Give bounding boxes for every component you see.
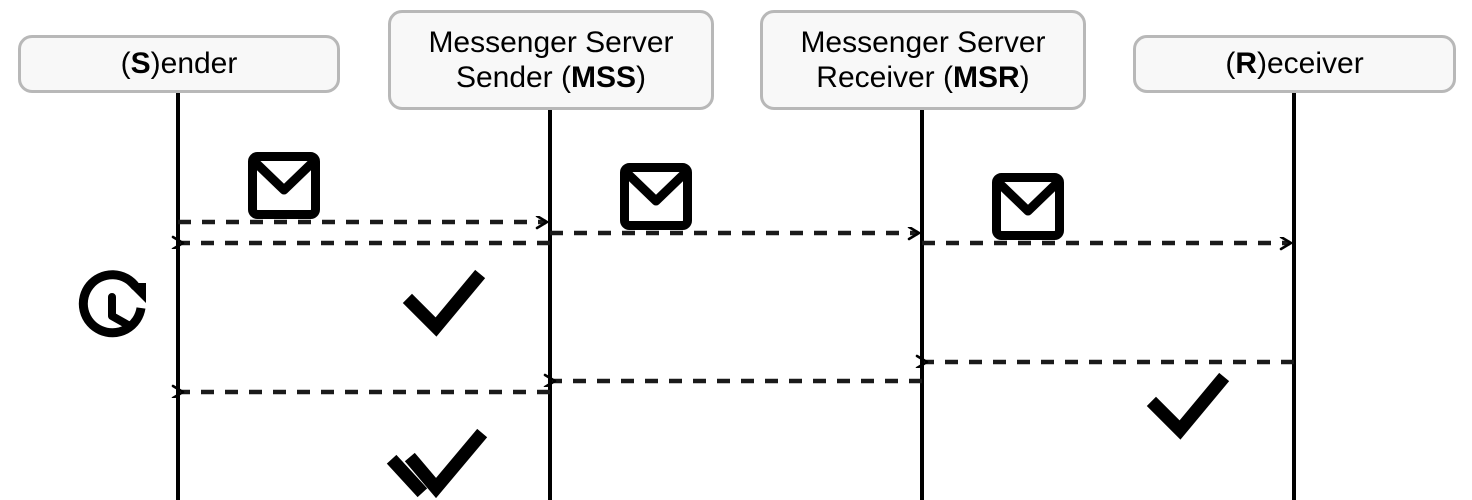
messages	[178, 222, 1294, 392]
envelope-icon	[992, 173, 1064, 240]
lifelines	[176, 93, 1296, 500]
check-single-icon	[402, 269, 486, 337]
envelope-icon	[248, 152, 320, 219]
actor-box-sender[interactable]: (S)ender	[18, 35, 340, 93]
envelope-icon	[620, 163, 692, 230]
check-single-icon	[1146, 372, 1230, 440]
actor-label-receiver: (R)eceiver	[1225, 47, 1364, 81]
actor-label-sender: (S)ender	[120, 47, 238, 81]
clock-history-icon	[78, 270, 146, 338]
actor-box-receiver[interactable]: (R)eceiver	[1133, 35, 1456, 93]
check-double-icon	[386, 428, 488, 499]
